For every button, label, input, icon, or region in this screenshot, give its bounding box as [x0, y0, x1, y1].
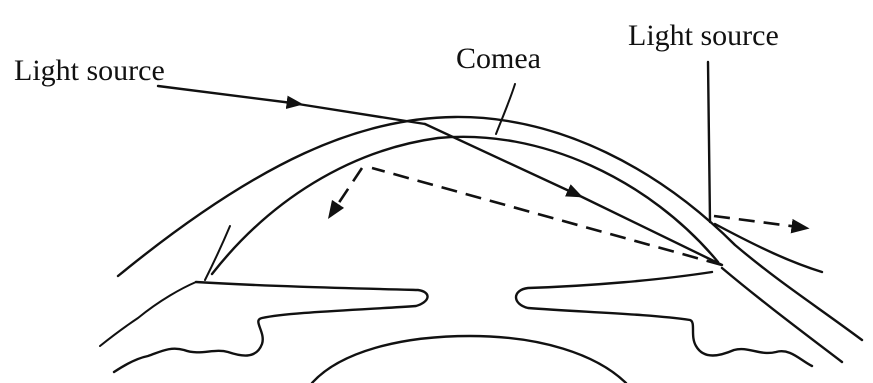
iris-right	[516, 272, 812, 366]
cornea-label: Comea	[456, 42, 541, 75]
scattered-ray-dashed-right	[714, 216, 806, 228]
iris-left	[114, 282, 428, 372]
sclera-outer-right	[715, 224, 822, 272]
incident-ray-left-segment-2	[298, 104, 425, 124]
light-source-right-label: Light source	[628, 19, 779, 52]
cornea-inner-surface	[212, 137, 718, 274]
light-source-left-label: Light source	[14, 54, 165, 87]
lens-anterior-surface	[312, 336, 626, 383]
incident-ray-right	[708, 62, 710, 222]
scattered-ray-dashed-left	[330, 168, 362, 216]
reflected-ray-dashed	[372, 168, 722, 265]
refracted-ray-left-segment-1	[425, 124, 580, 196]
incident-ray-left-segment-1	[158, 86, 300, 104]
cornea-left-edge	[205, 226, 230, 280]
iris-left-root	[100, 282, 196, 346]
cornea-leader-line	[496, 84, 515, 134]
